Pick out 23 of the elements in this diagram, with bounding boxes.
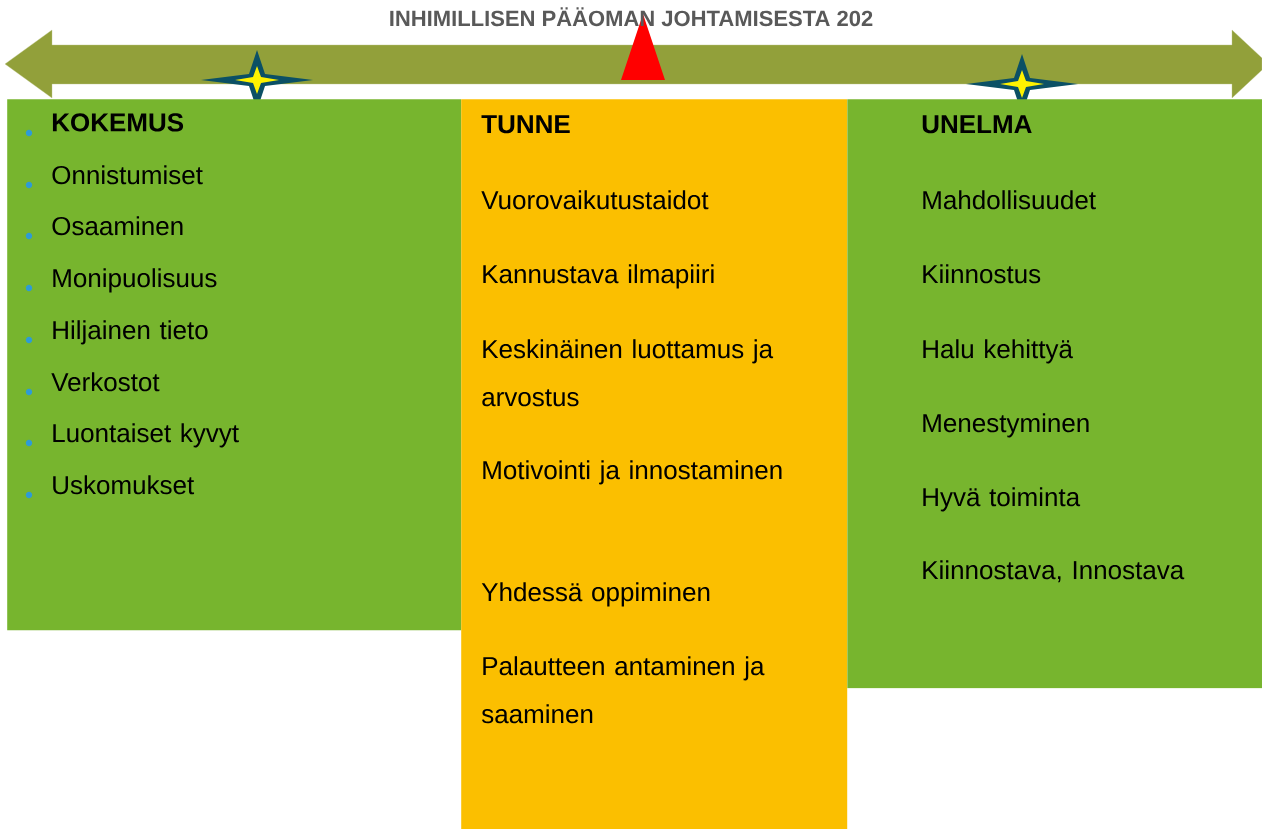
list-item: Mahdollisuudet	[923, 190, 1096, 210]
list-item: Onnistumiset	[52, 165, 203, 185]
panel-heading: UNELMA	[922, 115, 1032, 134]
list-item: Uskomukset	[53, 475, 195, 495]
list-item: Menestyminen	[923, 413, 1089, 438]
list-item: Hyvä toiminta	[923, 487, 1081, 512]
list-item: Kannustava ilmapiiri	[483, 264, 714, 289]
list-item: Vuorovaikutustaidot	[481, 190, 709, 210]
list-item: Monipuolisuus	[53, 268, 217, 293]
panel-heading: TUNNE	[481, 115, 570, 134]
list-item: Motivointi ja innostaminen	[483, 460, 782, 485]
title: INHIMILLISEN PÄÄOMAN JOHTAMISESTA 202	[390, 7, 873, 27]
list-item: Yhdessä oppiminen	[481, 582, 710, 607]
list-item: Keskinäinen luottamus ja arvostus	[482, 339, 774, 407]
list-item: Kiinnostava, Innostava	[923, 560, 1185, 583]
list-item: Luontaiset kyvyt	[53, 423, 239, 448]
panel-heading: KOKEMUS	[52, 113, 184, 132]
list-item: Osaaminen	[52, 216, 183, 236]
list-item: Hiljainen tieto	[53, 320, 208, 345]
list-item: Verkostot	[51, 372, 160, 392]
list-item: Halu kehittyä	[923, 339, 1073, 364]
list-item: Kiinnostus	[923, 264, 1041, 284]
list-item: Palautteen antaminen ja saaminen	[481, 656, 765, 724]
